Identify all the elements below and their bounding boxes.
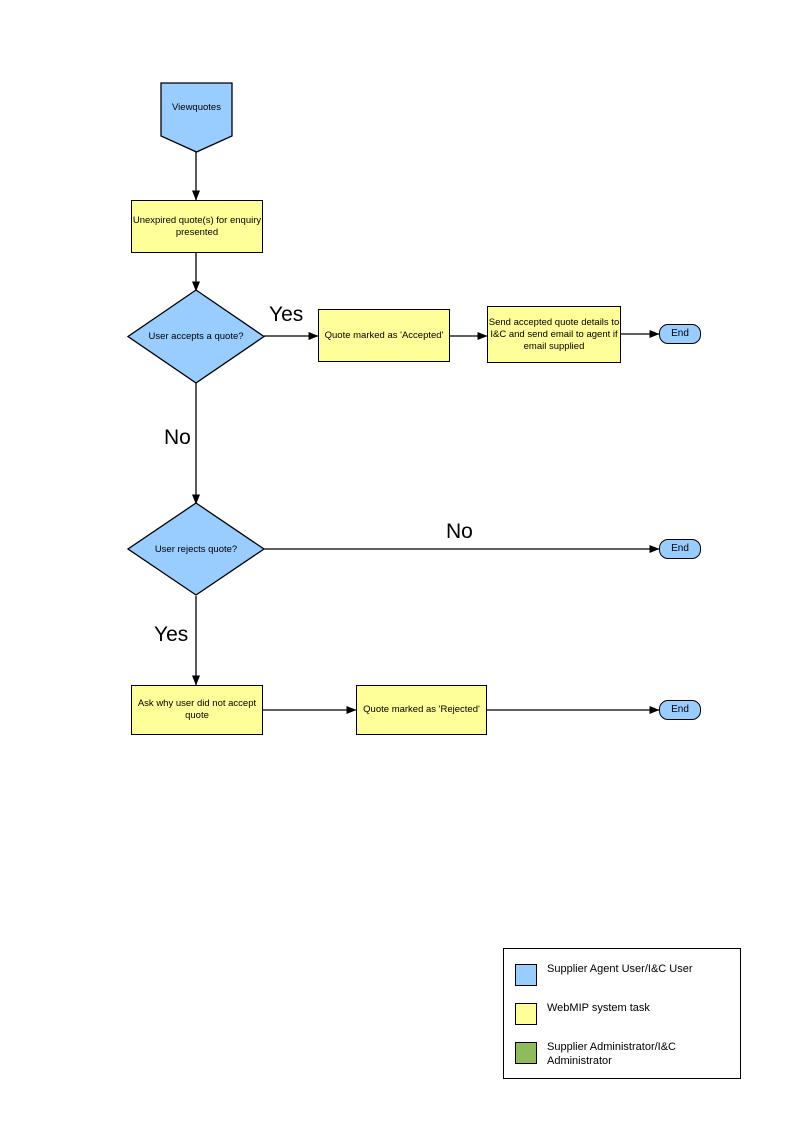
- node-send-accepted-details-label: Send accepted quote details to I&C and s…: [488, 316, 620, 352]
- node-start-viewquotes[interactable]: Viewquotes: [161, 83, 232, 155]
- legend-box: Supplier Agent User/I&C User WebMIP syst…: [503, 948, 741, 1079]
- edge-label-accepts-yes: Yes: [269, 303, 304, 326]
- node-end-3[interactable]: End: [659, 700, 701, 720]
- legend-item-user: Supplier Agent User/I&C User: [515, 963, 733, 986]
- node-send-accepted-details[interactable]: Send accepted quote details to I&C and s…: [487, 306, 621, 363]
- edge-label-rejects-no: No: [446, 520, 473, 543]
- node-quote-marked-accepted-label: Quote marked as 'Accepted': [324, 329, 444, 341]
- node-start-label: Viewquotes: [172, 102, 221, 113]
- node-ask-why-not-accepted[interactable]: Ask why user did not accept quote: [131, 685, 263, 735]
- node-decision-user-accepts-label: User accepts a quote?: [148, 330, 244, 342]
- legend-item-admin: Supplier Administrator/I&C Administrator: [515, 1041, 733, 1068]
- node-decision-user-rejects[interactable]: User rejects quote?: [128, 503, 264, 596]
- legend-swatch-system-icon: [515, 1003, 537, 1025]
- node-end-3-label: End: [671, 704, 689, 715]
- node-ask-why-not-accepted-label: Ask why user did not accept quote: [137, 698, 257, 721]
- legend-item-admin-label: Supplier Administrator/I&C Administrator: [547, 1041, 676, 1067]
- legend-item-user-label: Supplier Agent User/I&C User: [547, 963, 693, 975]
- edge-label-accepts-no: No: [164, 426, 191, 449]
- edge-label-rejects-yes: Yes: [154, 623, 189, 646]
- node-end-2-label: End: [671, 543, 689, 554]
- node-unexpired-quotes[interactable]: Unexpired quote(s) for enquiry presented: [131, 200, 263, 253]
- node-quote-marked-rejected-label: Quote marked as 'Rejected': [363, 704, 480, 715]
- node-decision-user-rejects-label: User rejects quote?: [154, 543, 238, 555]
- node-quote-marked-rejected[interactable]: Quote marked as 'Rejected': [356, 685, 487, 735]
- node-decision-user-accepts[interactable]: User accepts a quote?: [128, 290, 264, 383]
- node-end-1-label: End: [671, 328, 689, 339]
- legend-swatch-user-icon: [515, 964, 537, 986]
- node-quote-marked-accepted[interactable]: Quote marked as 'Accepted': [318, 309, 450, 362]
- node-end-2[interactable]: End: [659, 539, 701, 559]
- node-end-1[interactable]: End: [659, 324, 701, 344]
- legend-item-system: WebMIP system task: [515, 1002, 733, 1025]
- node-unexpired-quotes-label: Unexpired quote(s) for enquiry presented: [132, 214, 262, 238]
- legend-item-system-label: WebMIP system task: [547, 1002, 650, 1014]
- legend-swatch-admin-icon: [515, 1042, 537, 1064]
